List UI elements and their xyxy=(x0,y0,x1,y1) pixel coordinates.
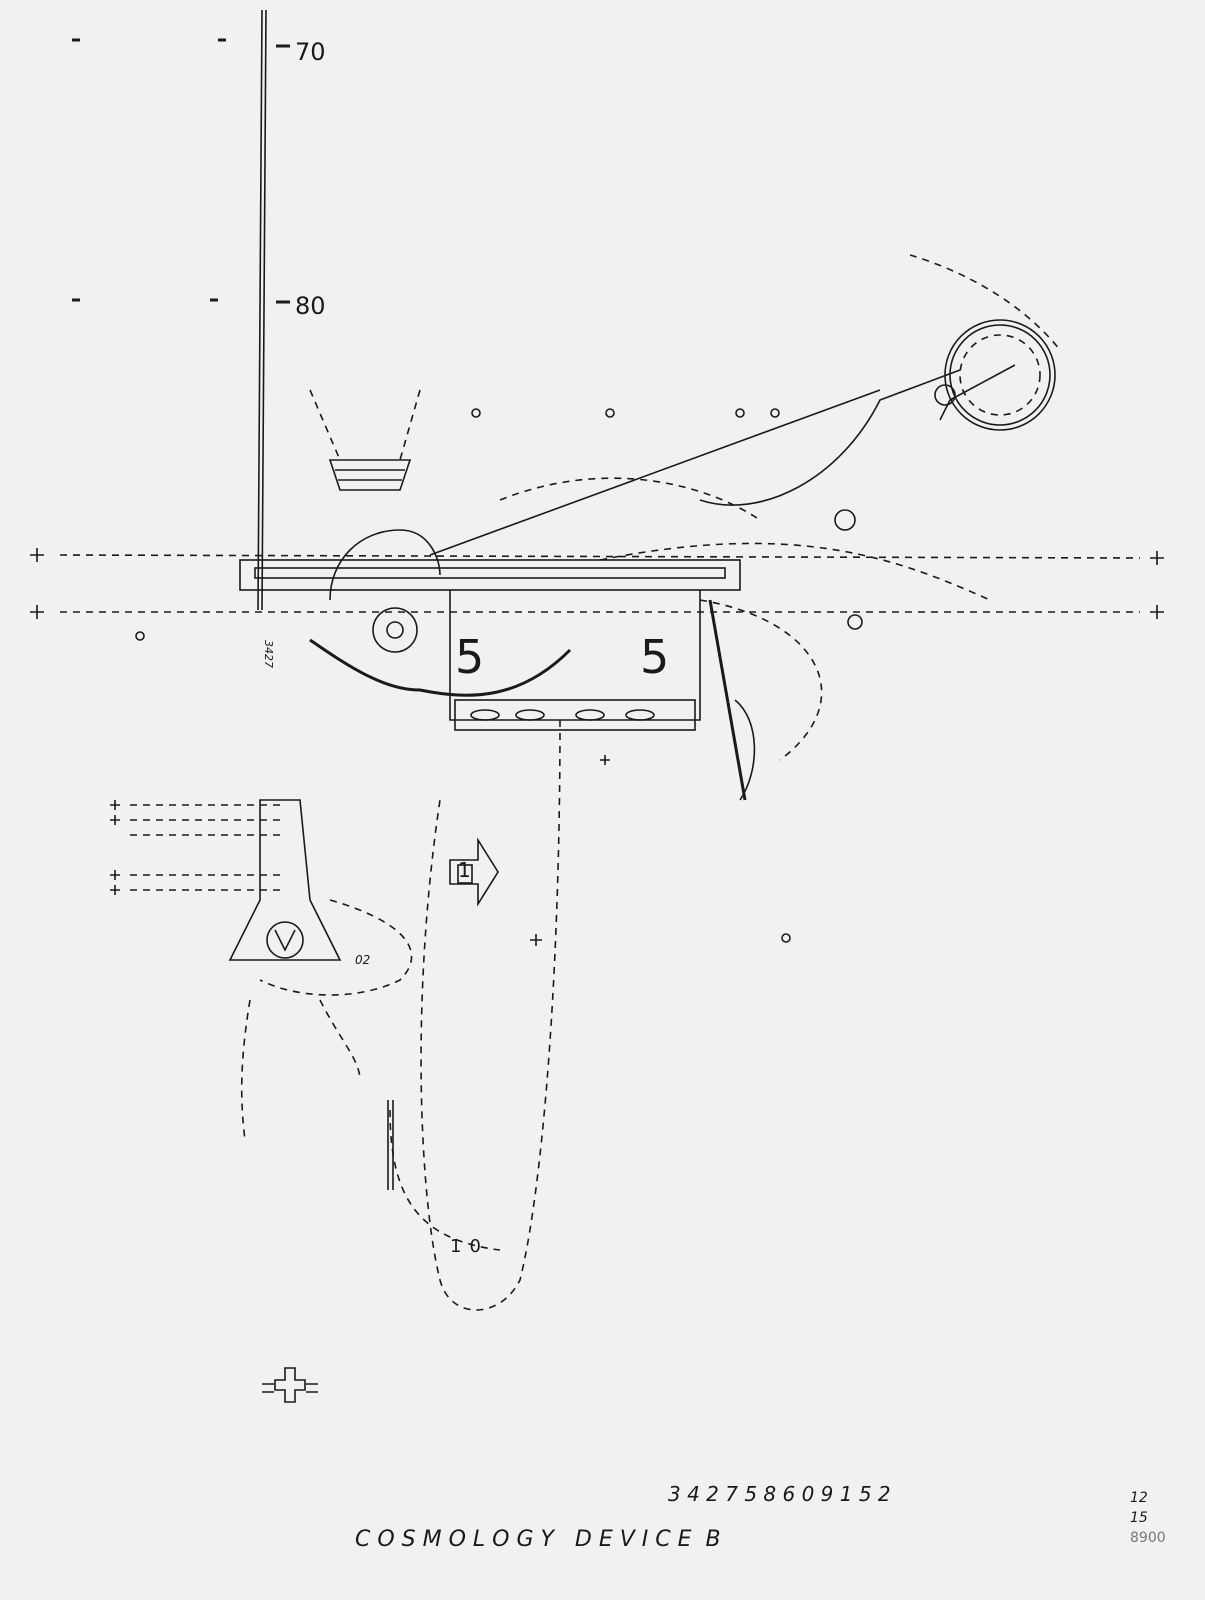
main-machine-body xyxy=(239,369,991,801)
date-day: 15 xyxy=(1130,1510,1148,1526)
date-year: 8900 xyxy=(1130,1530,1166,1546)
lower-left-assembly xyxy=(110,799,413,1141)
wheel-assembly xyxy=(834,254,1061,630)
cross-symbol xyxy=(262,1367,318,1403)
drawing-title: C O S M O L O G Y D E V I C E B xyxy=(355,1527,721,1552)
scale-mark-80: 80 xyxy=(295,292,326,320)
arrow-number: 1 xyxy=(458,858,471,882)
horizontal-axes xyxy=(30,548,1164,619)
dashed-loop xyxy=(387,719,610,1311)
vertical-scale-bar xyxy=(72,9,290,611)
date-month: 12 xyxy=(1130,1490,1148,1506)
vertical-digits: 3427 xyxy=(262,640,275,668)
label-five-left: 5 xyxy=(455,630,485,684)
serial-number: 3 4 2 7 5 8 6 0 9 1 5 2 xyxy=(668,1482,891,1506)
label-five-right: 5 xyxy=(640,630,670,684)
loop-label: 10 xyxy=(450,1236,489,1257)
arrow-shape xyxy=(449,837,499,907)
scale-mark-70: 70 xyxy=(295,38,326,66)
small-label-02: 02 xyxy=(355,953,371,967)
marker-circles xyxy=(135,408,791,943)
